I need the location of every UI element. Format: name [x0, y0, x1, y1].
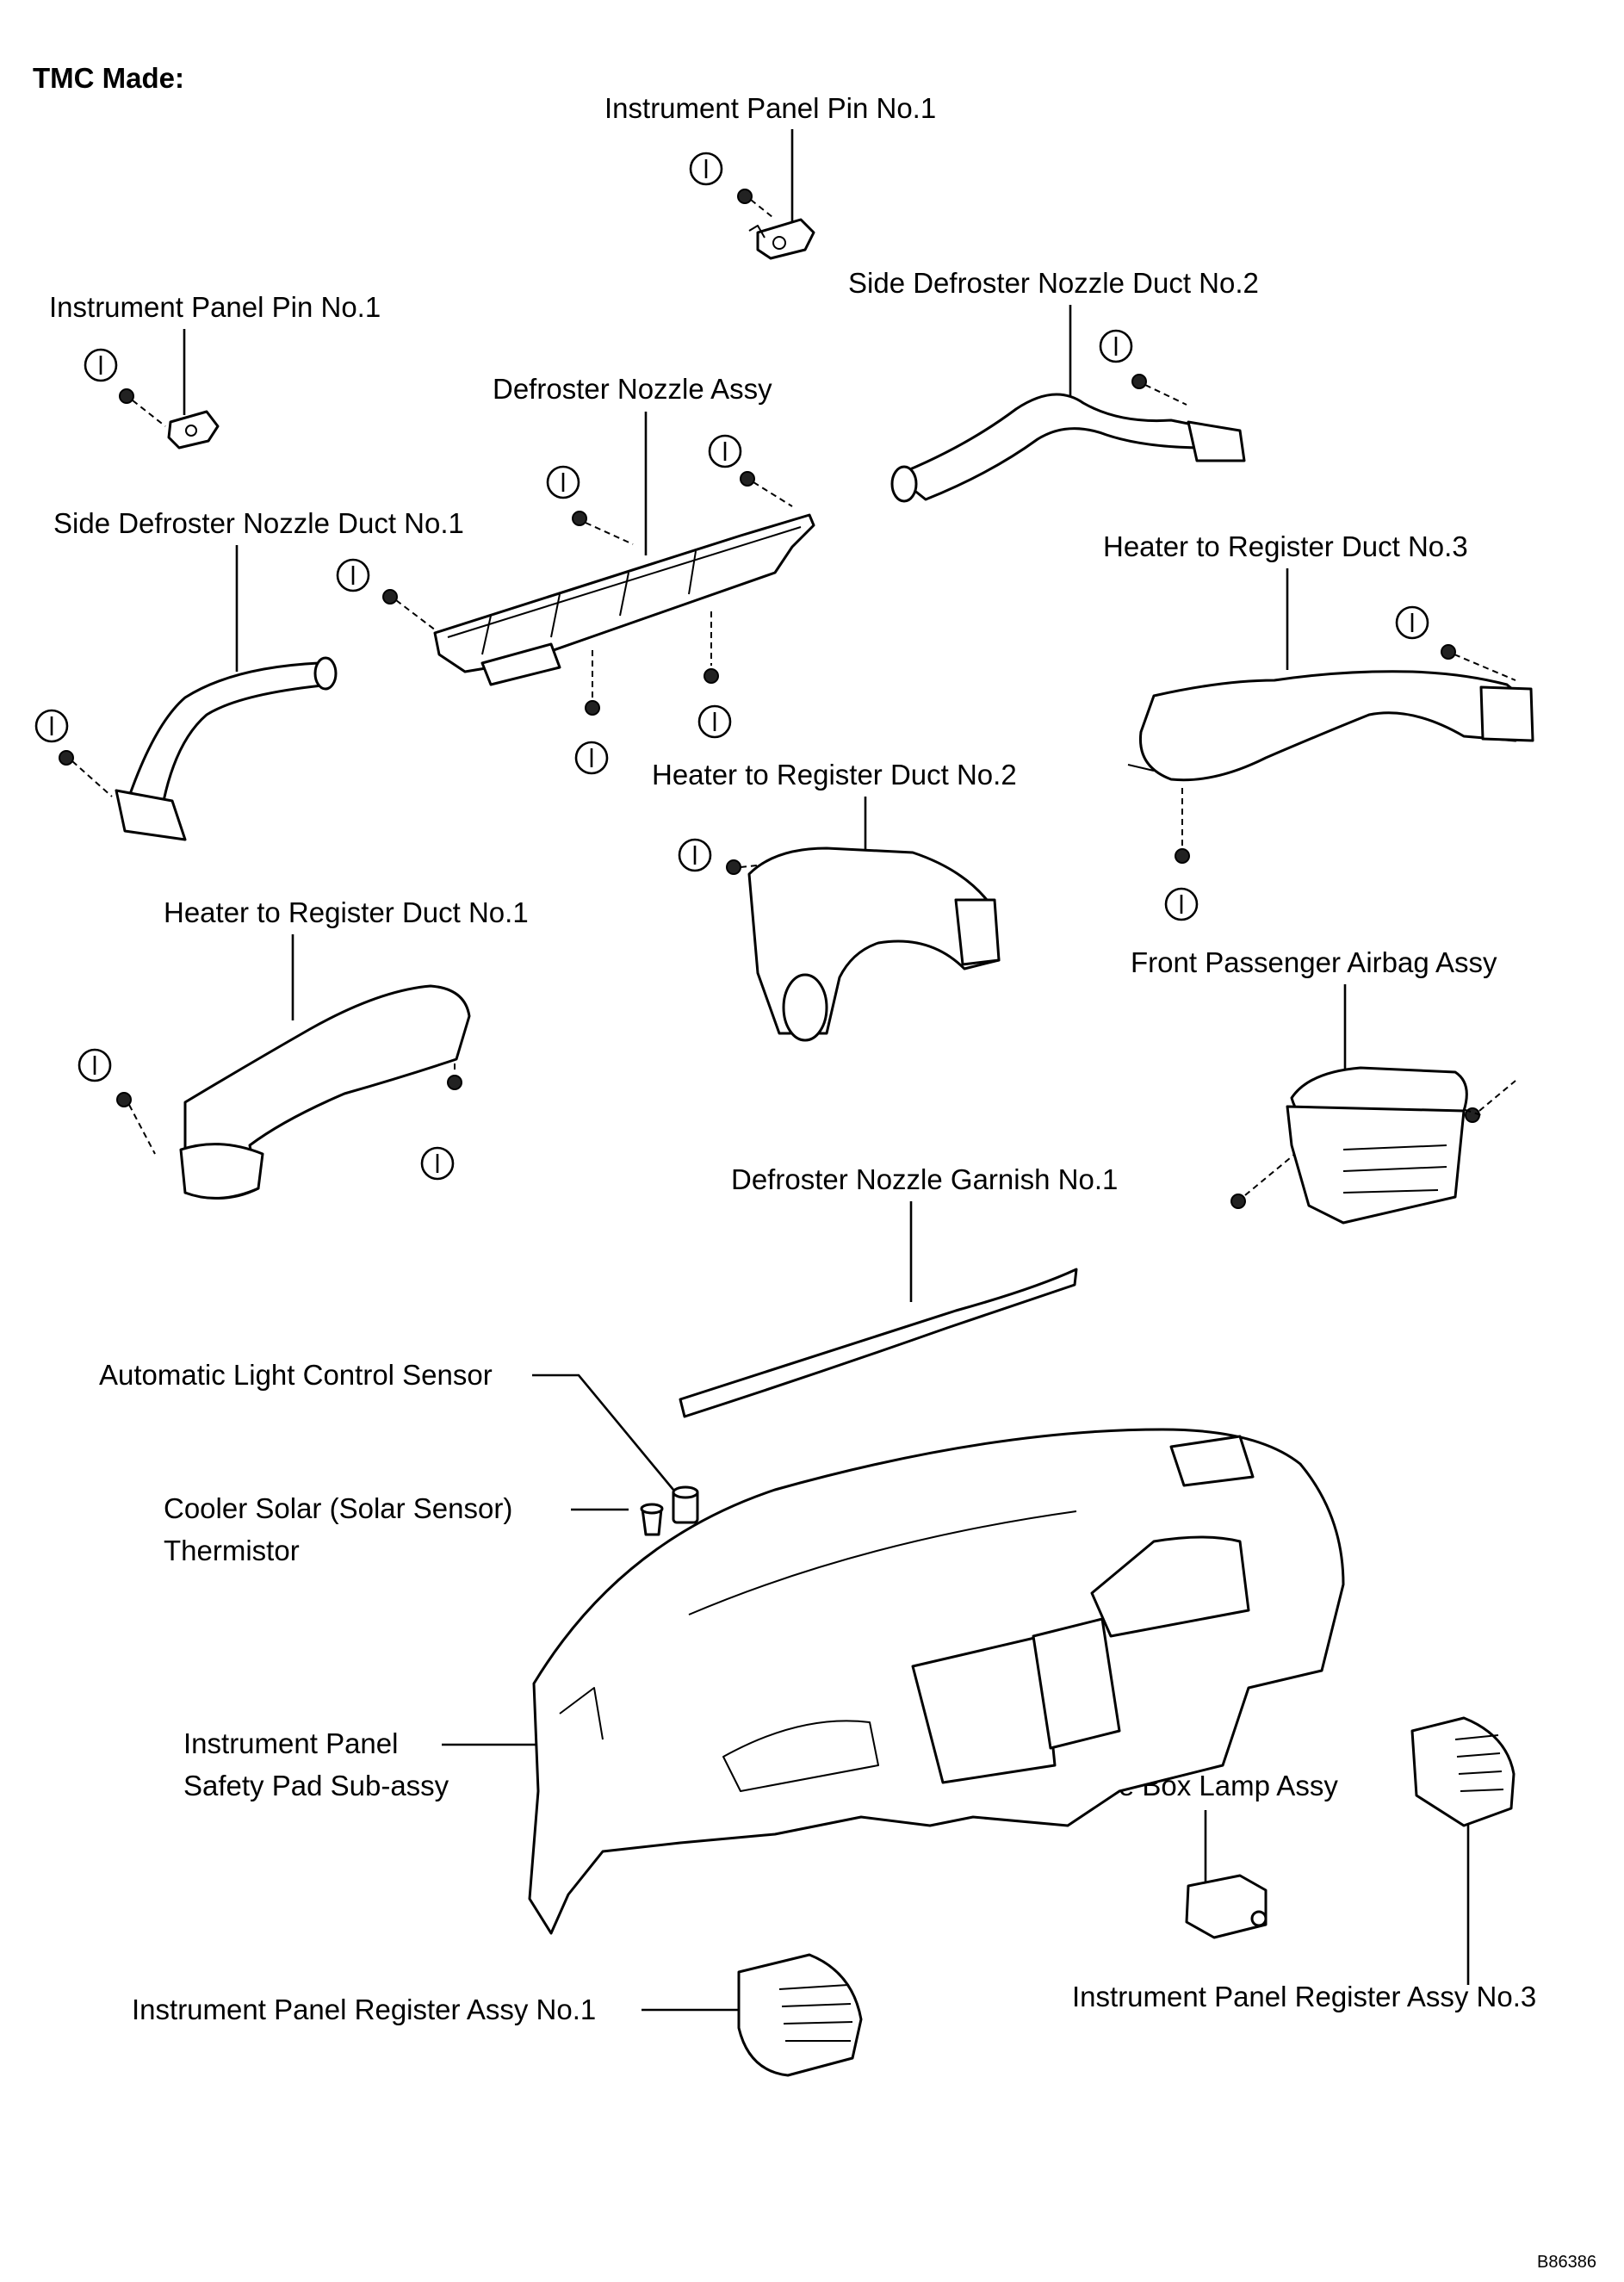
- screw-icon: [572, 511, 587, 526]
- side-defroster-duct-1-part: [115, 656, 338, 841]
- defroster-nozzle-part: [433, 513, 815, 686]
- screw-icon: [382, 589, 398, 605]
- screw-marker-icon: [697, 704, 732, 739]
- screw-icon: [447, 1075, 462, 1090]
- register-1-part: [737, 1953, 863, 2077]
- header-title: TMC Made:: [33, 62, 184, 94]
- screw-icon: [1131, 374, 1147, 389]
- label-heater-duct-2: Heater to Register Duct No.2: [652, 759, 1017, 791]
- light-sensor-part: [672, 1485, 699, 1524]
- label-light-sensor: Automatic Light Control Sensor: [99, 1359, 493, 1391]
- screw-marker-icon: [420, 1146, 455, 1181]
- screw-icon: [585, 700, 600, 716]
- screw-marker-icon: [689, 152, 723, 186]
- label-solar-line2: Thermistor: [164, 1535, 300, 1566]
- label-side-defroster-1: Side Defroster Nozzle Duct No.1: [53, 507, 464, 539]
- screw-marker-icon: [708, 434, 742, 468]
- screw-icon: [1230, 1194, 1246, 1209]
- label-safety-pad-line1: Instrument Panel: [183, 1727, 398, 1759]
- screw-marker-icon: [546, 465, 580, 499]
- label-airbag: Front Passenger Airbag Assy: [1131, 946, 1497, 978]
- label-pin-left: Instrument Panel Pin No.1: [49, 291, 381, 323]
- label-side-defroster-2: Side Defroster Nozzle Duct No.2: [848, 267, 1259, 299]
- screw-icon: [1175, 848, 1190, 864]
- screw-marker-icon: [77, 1048, 112, 1082]
- glove-lamp-part: [1185, 1874, 1268, 1939]
- side-defroster-duct-2-part: [890, 393, 1246, 503]
- pin-top-part: [748, 218, 815, 260]
- register-3-part: [1410, 1716, 1516, 1827]
- label-solar-line1: Cooler Solar (Solar Sensor): [164, 1492, 512, 1524]
- screw-icon: [726, 859, 741, 875]
- fasteners: [34, 152, 1516, 1209]
- garnish-part: [679, 1268, 1078, 1418]
- airbag-part: [1286, 1066, 1468, 1225]
- heater-duct-1-part: [179, 984, 471, 1200]
- diagram-code: B86386: [1537, 2253, 1596, 2272]
- screw-icon: [116, 1092, 132, 1107]
- label-defroster-nozzle: Defroster Nozzle Assy: [493, 373, 772, 405]
- screw-marker-icon: [34, 709, 69, 743]
- screw-marker-icon: [1164, 887, 1199, 921]
- label-safety-pad-line2: Safety Pad Sub-assy: [183, 1770, 449, 1801]
- screw-icon: [119, 388, 134, 404]
- label-register-3: Instrument Panel Register Assy No.3: [1072, 1981, 1536, 2012]
- screw-icon: [1441, 644, 1456, 660]
- screw-icon: [59, 750, 74, 766]
- screw-icon: [737, 189, 753, 204]
- pin-left-part: [167, 410, 220, 450]
- label-heater-duct-1: Heater to Register Duct No.1: [164, 896, 529, 928]
- label-register-1: Instrument Panel Register Assy No.1: [132, 1994, 596, 2025]
- screw-marker-icon: [574, 741, 609, 775]
- solar-sensor-part: [640, 1503, 664, 1536]
- screw-marker-icon: [336, 558, 370, 592]
- label-garnish: Defroster Nozzle Garnish No.1: [731, 1163, 1118, 1195]
- screw-marker-icon: [1395, 605, 1429, 640]
- leader-lines: [183, 129, 1470, 2012]
- heater-duct-2-part: [747, 846, 1001, 1042]
- screw-icon: [740, 471, 755, 487]
- screw-marker-icon: [1099, 329, 1133, 363]
- screw-marker-icon: [84, 348, 118, 382]
- screw-icon: [704, 668, 719, 684]
- label-pin-top: Instrument Panel Pin No.1: [604, 92, 936, 124]
- screw-marker-icon: [678, 838, 712, 872]
- safety-pad-part: [528, 1428, 1345, 1935]
- heater-duct-3-part: [1127, 670, 1534, 782]
- label-heater-duct-3: Heater to Register Duct No.3: [1103, 530, 1468, 562]
